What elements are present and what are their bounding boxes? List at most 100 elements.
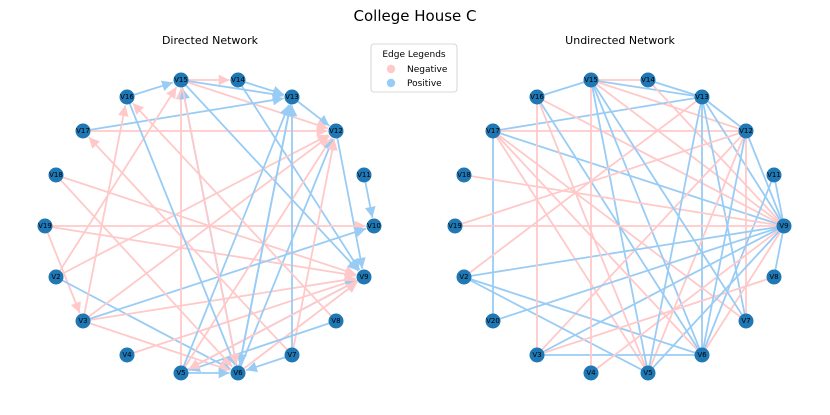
directed-edge-v16-v6	[126, 96, 236, 366]
directed-edge-v2-v6	[55, 276, 231, 370]
legend-positive-label: Positive	[407, 79, 442, 89]
directed-node-marker-v10	[366, 218, 382, 234]
undirected-edge-v13-v7	[701, 96, 747, 322]
undirected-node-v19: V19	[447, 218, 463, 234]
directed-edge-v5-v13	[180, 104, 290, 374]
directed-node-marker-v5	[173, 365, 189, 381]
undirected-edge-v13-v9	[701, 96, 785, 227]
directed-edge-v3-v10	[82, 226, 367, 322]
directed-node-v17: V17	[75, 123, 91, 139]
undirected-node-marker-v6	[694, 347, 710, 363]
directed-node-v2: V2	[48, 269, 64, 285]
directed-edge-v4-v9	[126, 277, 357, 356]
directed-edge-v9-v5	[188, 276, 365, 370]
directed-node-marker-v6	[230, 365, 246, 381]
undirected-node-label-v19: V19	[448, 222, 462, 230]
undirected-edge-v13-v12	[701, 96, 747, 132]
undirected-edges	[454, 79, 785, 374]
directed-node-label-v18: V18	[49, 171, 63, 179]
directed-edge-v8-v16	[132, 102, 337, 322]
undirected-node-v13: V13	[694, 89, 710, 105]
legend-negative-label: Negative	[407, 65, 448, 75]
undirected-edge-v14-v9	[647, 79, 785, 227]
directed-node-label-v14: V14	[231, 76, 245, 84]
directed-edge-v7-v12	[291, 139, 338, 356]
directed-edge-v13-v6	[236, 96, 293, 365]
directed-node-v3: V3	[75, 313, 91, 329]
undirected-node-v18: V18	[456, 167, 472, 183]
directed-node-v7: V7	[284, 347, 300, 363]
legend-positive-swatch	[386, 78, 396, 88]
directed-node-label-v16: V16	[120, 93, 134, 101]
directed-edge-v8-v5	[188, 320, 337, 372]
directed-node-v13: V13	[284, 89, 300, 105]
undirected-node-label-v18: V18	[457, 171, 471, 179]
directed-node-v15: V15	[173, 72, 189, 88]
undirected-node-marker-v5	[640, 365, 656, 381]
directed-subtitle: Directed Network	[162, 34, 259, 47]
undirected-node-v6: V6	[694, 347, 710, 363]
undirected-node-v11: V11	[766, 167, 782, 183]
directed-node-label-v6: V6	[233, 369, 243, 377]
directed-node-label-v17: V17	[76, 127, 90, 135]
undirected-node-label-v9: V9	[779, 222, 788, 230]
directed-edge-v18-v9	[55, 174, 357, 277]
undirected-edge-v6-v12	[701, 130, 747, 356]
directed-edge-v15-v6	[180, 79, 240, 365]
undirected-node-marker-v9	[776, 218, 792, 234]
undirected-node-label-v15: V15	[584, 76, 598, 84]
undirected-node-v16: V16	[529, 89, 545, 105]
undirected-edge-v5-v9	[647, 225, 785, 374]
directed-edge-v19-v3	[44, 225, 81, 314]
undirected-edge-v17-v9	[492, 130, 785, 227]
directed-node-label-v15: V15	[174, 76, 188, 84]
directed-node-label-v2: V2	[51, 273, 60, 281]
directed-edge-v7-v6	[245, 354, 293, 373]
undirected-edge-v2-v9	[463, 225, 785, 278]
undirected-node-marker-v20	[485, 313, 501, 329]
undirected-node-label-v7: V7	[741, 317, 750, 325]
directed-edge-v5-v12	[180, 137, 333, 374]
undirected-node-label-v8: V8	[769, 273, 778, 281]
undirected-edge-v2-v5	[463, 276, 649, 374]
directed-node-marker-v11	[356, 167, 372, 183]
undirected-node-label-v5: V5	[643, 369, 652, 377]
undirected-edge-v18-v9	[463, 174, 785, 227]
directed-edge-v3-v16	[82, 105, 129, 322]
undirected-edge-v3-v8	[536, 276, 775, 356]
undirected-node-v9: V9	[776, 218, 792, 234]
undirected-node-v5: V5	[640, 365, 656, 381]
undirected-edge-v15-v12	[590, 79, 747, 132]
undirected-edge-v11-v9	[773, 174, 785, 227]
undirected-node-label-v14: V14	[641, 76, 655, 84]
undirected-node-marker-v4	[583, 365, 599, 381]
directed-edge-v3-v12	[82, 135, 330, 322]
undirected-node-marker-v7	[738, 313, 754, 329]
directed-edge-v17-v13	[82, 94, 284, 132]
undirected-node-label-v13: V13	[695, 93, 709, 101]
undirected-edge-v17-v5	[492, 130, 649, 374]
undirected-node-marker-v2	[456, 269, 472, 285]
undirected-node-v17: V17	[485, 123, 501, 139]
directed-node-marker-v4	[119, 347, 135, 363]
undirected-edge-v2-v6	[463, 276, 703, 356]
directed-node-label-v19: V19	[38, 222, 52, 230]
directed-edges	[44, 74, 376, 379]
undirected-edge-v12-v5	[647, 130, 747, 374]
directed-node-label-v4: V4	[122, 351, 132, 359]
directed-node-marker-v12	[328, 123, 344, 139]
directed-node-marker-v18	[48, 167, 64, 183]
directed-node-v5: V5	[173, 365, 189, 381]
undirected-edge-v3-v9	[536, 225, 785, 356]
undirected-edge-v12-v3	[536, 130, 747, 356]
directed-node-marker-v17	[75, 123, 91, 139]
directed-node-label-v12: V12	[329, 127, 343, 135]
directed-node-v11: V11	[356, 167, 372, 183]
undirected-node-label-v17: V17	[486, 127, 500, 135]
undirected-edge-v16-v15	[536, 79, 592, 98]
directed-node-v4: V4	[119, 347, 135, 363]
undirected-edge-v5-v13	[647, 96, 703, 374]
undirected-node-label-v6: V6	[697, 351, 707, 359]
